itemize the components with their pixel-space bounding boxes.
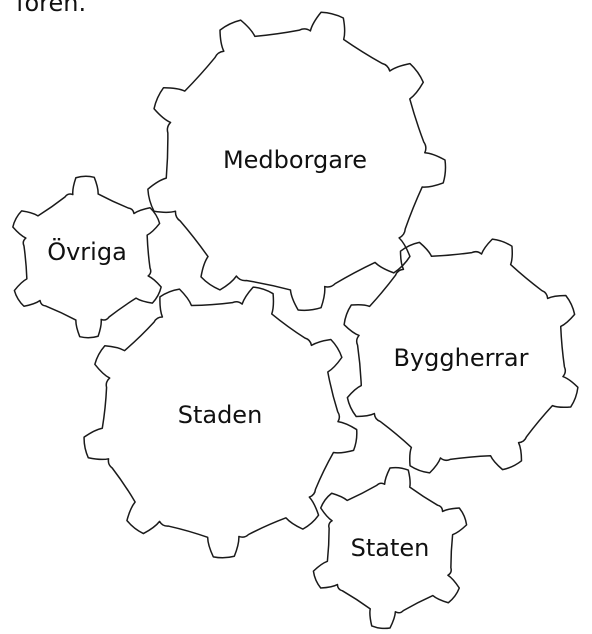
gear-medborgare: Medborgare [148,12,446,310]
gear-ovriga: Övriga [13,176,161,337]
gear-byggherrar: Byggherrar [344,239,578,473]
gear-ovriga-label: Övriga [47,237,127,266]
gear-staten: Staten [313,468,466,629]
gear-byggherrar-label: Byggherrar [394,344,529,372]
gear-staden-label: Staden [178,401,263,429]
gear-medborgare-label: Medborgare [223,146,367,174]
gear-staten-label: Staten [351,534,430,562]
gear-staden: Staden [84,287,357,558]
cut-off-heading-text: foren. [16,0,86,15]
